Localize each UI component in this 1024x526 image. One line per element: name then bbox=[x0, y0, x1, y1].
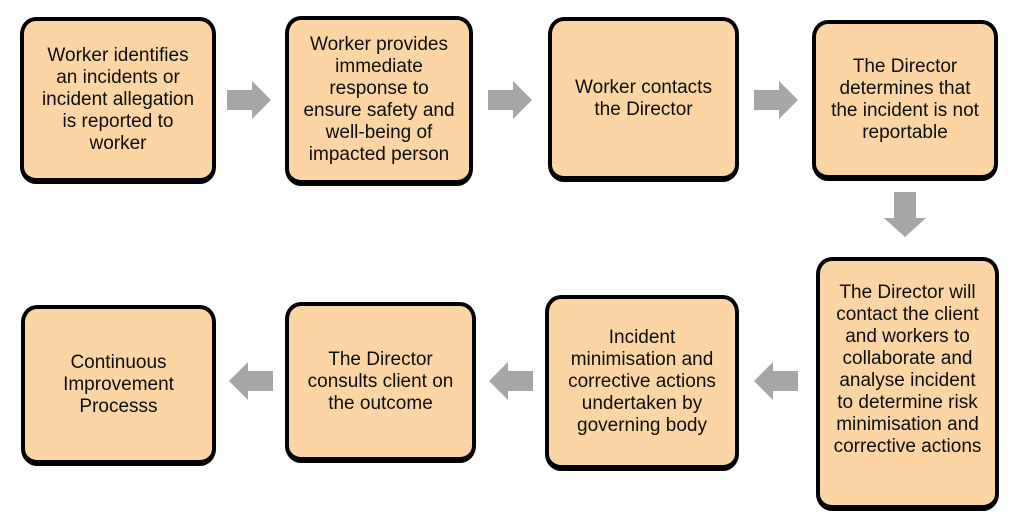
flow-step-1-text: Worker identifies an incidents or incide… bbox=[41, 44, 195, 154]
flow-step-7: The Director consults client on the outc… bbox=[285, 302, 476, 463]
flow-step-5: The Director will contact the client and… bbox=[816, 257, 999, 511]
arrow-right-icon-step1-step2 bbox=[227, 81, 271, 119]
arrow-right-icon-step3-step4 bbox=[754, 81, 798, 119]
flow-step-2-text: Worker provides immediate response to en… bbox=[303, 34, 455, 165]
flow-step-6: Incident minimisation and corrective act… bbox=[545, 295, 739, 471]
flow-step-4-text: The Director determines that the inciden… bbox=[831, 55, 979, 143]
arrow-left-icon-step5-step6 bbox=[754, 362, 798, 400]
arrow-down-icon-step4-step5 bbox=[884, 192, 926, 237]
flow-step-7-text: The Director consults client on the outc… bbox=[307, 348, 454, 414]
flow-step-2: Worker provides immediate response to en… bbox=[285, 16, 473, 186]
flow-step-8-text: Continuous Improvement Processs bbox=[63, 351, 174, 417]
flow-step-5-text: The Director will contact the client and… bbox=[833, 282, 982, 457]
arrow-left-icon-step7-step8 bbox=[229, 362, 273, 400]
flow-step-1: Worker identifies an incidents or incide… bbox=[20, 17, 216, 184]
flow-step-6-text: Incident minimisation and corrective act… bbox=[568, 327, 716, 436]
flow-step-3-text: Worker contacts the Director bbox=[575, 76, 712, 120]
flow-step-3: Worker contacts the Director bbox=[548, 17, 739, 182]
arrow-right-icon-step2-step3 bbox=[488, 81, 532, 119]
arrow-left-icon-step6-step7 bbox=[489, 362, 533, 400]
flow-step-4: The Director determines that the inciden… bbox=[812, 20, 998, 181]
flow-step-8: Continuous Improvement Processs bbox=[21, 305, 216, 466]
